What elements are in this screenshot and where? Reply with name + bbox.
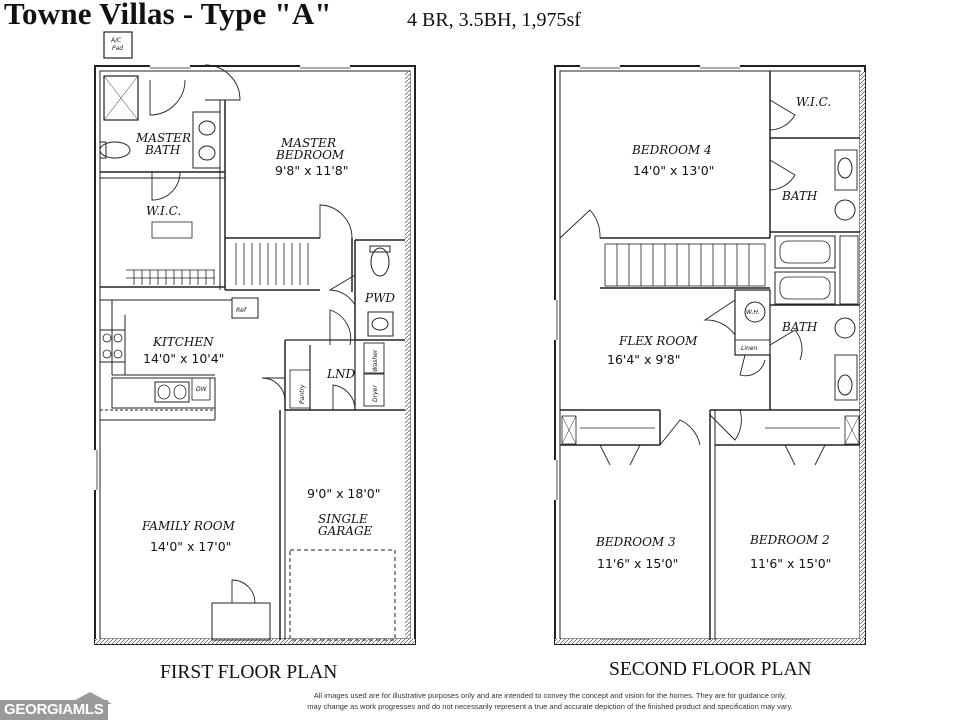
refrigerator: [231, 297, 259, 319]
garage-label-1: SINGLE: [318, 512, 368, 526]
powder-toilet: [370, 247, 390, 277]
family-room-dim: 14'0" x 17'0": [150, 539, 231, 554]
vanity: [192, 111, 221, 169]
pantry-shelf: [289, 369, 311, 409]
garage-dim: 9'0" x 18'0": [307, 486, 380, 501]
upper-tub: [774, 235, 836, 269]
bedroom4-dim: 14'0" x 13'0": [633, 163, 714, 178]
upper-bath-sink: [837, 157, 853, 179]
dw-label: DW: [196, 386, 208, 393]
linen-label: Linen: [741, 345, 758, 352]
flex-room-label: FLEX ROOM: [618, 334, 698, 348]
disclaimer-line-2: may change as work progresses and do not…: [307, 702, 793, 711]
second-wic-label: W.I.C.: [796, 95, 831, 109]
upper-bath-toilet: [834, 199, 856, 221]
family-room-label: FAMILY ROOM: [141, 519, 236, 533]
master-bedroom-label-2: BEDROOM: [275, 148, 345, 162]
bedroom4-label: BEDROOM 4: [631, 143, 712, 157]
ref-label: Ref: [236, 307, 247, 314]
lower-bath-label: BATH: [781, 320, 818, 334]
wh-label: W.H.: [746, 309, 760, 316]
ac-pad-label-1: A/C: [110, 37, 122, 44]
lower-bath-sink: [837, 374, 853, 396]
powder-sink: [367, 311, 394, 337]
first-floor-labels: MASTER BATH MASTER BEDROOM 9'8" x 11'8" …: [135, 131, 395, 554]
flex-room-dim: 16'4" x 9'8": [607, 352, 680, 367]
washer: [363, 342, 385, 374]
second-floor-plan-label: SECOND FLOOR PLAN: [609, 659, 812, 680]
first-floor-plan: A/C Pad: [93, 31, 416, 645]
washer-label: Washer: [372, 349, 379, 372]
garage-door: [289, 549, 396, 641]
kitchen-label: KITCHEN: [152, 335, 214, 349]
master-bath-label-2: BATH: [144, 143, 181, 157]
kitchen-dim: 14'0" x 10'4": [143, 351, 224, 366]
bedroom2-label: BEDROOM 2: [749, 533, 830, 547]
master-bath-label-1: MASTER: [135, 131, 191, 145]
disclaimer-line-1: All images used are for illustrative pur…: [313, 691, 787, 700]
water-heater: [744, 301, 766, 323]
upper-bath-label: BATH: [781, 189, 818, 203]
lower-bath-toilet: [834, 317, 856, 339]
second-floor-stairs: [604, 243, 766, 287]
dryer-label: Dryer: [372, 385, 379, 402]
master-bedroom-label-1: MASTER: [280, 136, 336, 150]
bedroom2-dim: 11'6" x 15'0": [750, 556, 831, 571]
wic-label: W.I.C.: [146, 204, 181, 218]
shower: [103, 75, 139, 121]
lnd-label: LND: [326, 367, 355, 381]
range: [99, 329, 126, 363]
bedroom3-label: BEDROOM 3: [595, 535, 676, 549]
dishwasher: [191, 377, 211, 401]
pantry-label: Pantry: [299, 384, 306, 404]
plan-subtitle: 4 BR, 3.5BH, 1,975sf: [407, 9, 581, 31]
lower-tub: [774, 271, 836, 305]
master-bedroom-dim: 9'8" x 11'8": [275, 163, 348, 178]
master-toilet: [99, 141, 131, 159]
georgia-mls-logo: GEORGIAMLS: [0, 700, 108, 720]
dryer: [363, 373, 385, 407]
linen-closet: [734, 339, 771, 356]
first-floor-stairs: [126, 243, 309, 285]
second-floor-plan: [553, 64, 866, 645]
disclaimer: All images used are for illustrative pur…: [150, 690, 950, 712]
first-floor-plan-label: FIRST FLOOR PLAN: [160, 662, 338, 683]
ac-pad-label-2: Pad: [112, 45, 123, 52]
pwd-label: PWD: [364, 291, 395, 305]
plan-title: Towne Villas - Type "A": [4, 0, 332, 31]
bedroom3-dim: 11'6" x 15'0": [597, 556, 678, 571]
ac-pad: [103, 31, 133, 59]
second-floor-labels: W.I.C. BEDROOM 4 14'0" x 13'0" BATH FLEX…: [595, 95, 831, 571]
garage-label-2: GARAGE: [318, 524, 373, 538]
